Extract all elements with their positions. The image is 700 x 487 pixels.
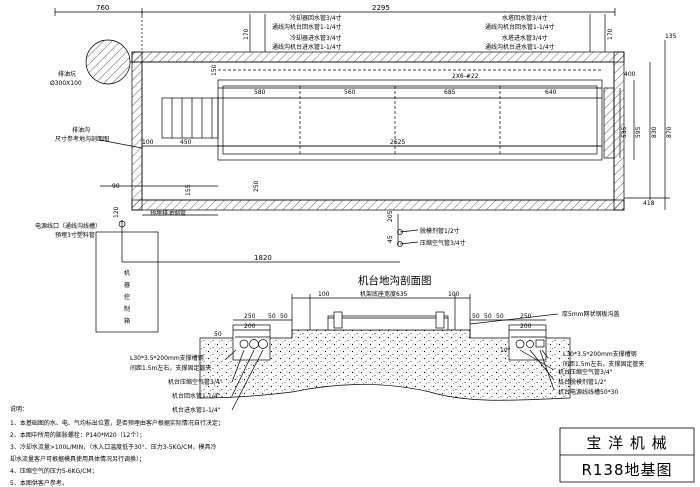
section-dim-100-left: 100 [318, 291, 330, 298]
section-dim-50c-right: 50 [496, 313, 504, 320]
dim-170-right: 170 [607, 28, 614, 40]
right-angle-label: L30*3.5*200mm支撑槽钢 [563, 350, 637, 358]
dim-2625: 2625 [390, 139, 405, 146]
dim-760: 760 [96, 4, 109, 12]
dim-595: 595 [635, 126, 642, 138]
left-return-pipe: 机台回水管1-1/4" [172, 392, 221, 400]
dim-580: 580 [254, 89, 266, 96]
dim-1820: 1820 [254, 254, 272, 262]
section-dim-250-left: 250 [244, 313, 256, 320]
cabinet-char-5: 箱 [124, 317, 130, 325]
section-angle-10: 10° [500, 347, 511, 354]
note-line-1: 1、本基础图的水、电、气均标出位置，是否预埋由客户根据实际情况自行决定； [10, 419, 224, 427]
section-title: 机台地沟剖面图 [358, 274, 432, 287]
section-labels: 机台地沟剖面图 100 机架底座宽度635 100 厚5mm网状钢板沟盖 250… [130, 274, 644, 414]
dim-250-plan: 250 [253, 180, 260, 192]
note-line-2: 2、本图中所用的膨胀螺栓：P140*M20（12个）； [10, 431, 145, 439]
plan-labels: 760 2295 冷却器回水管3/4寸 通线沟机台回水管1-1/4寸 冷却器进水… [35, 4, 677, 325]
trench-label: 排油沟 [72, 126, 90, 134]
section-dim-50b-right: 50 [484, 313, 492, 320]
compressed-air-pipe: 压缩空气管3/4寸 [420, 239, 466, 247]
label-tower-supply: 水塔进水管3/4寸 [502, 34, 548, 42]
left-angle-spacing: 间距1.5m左右，支撑固定管夹 [130, 364, 211, 372]
label-trench-supply-left: 通线沟机台进水管1-1/4寸 [272, 43, 342, 51]
section-view [199, 294, 571, 411]
label-tower-return: 水塔回水管3/4寸 [502, 14, 548, 22]
drain-pit-label: 排油坑 [58, 70, 76, 78]
dim-418: 418 [643, 200, 655, 207]
section-dim-50b-left: 50 [280, 313, 288, 320]
dim-640: 640 [545, 89, 557, 96]
section-dim-250-right: 250 [520, 313, 532, 320]
label-cooler-return: 冷却器回水管3/4寸 [290, 14, 342, 22]
notes: 说明： 1、本基础图的水、电、气均标出位置，是否预埋由客户根据实际情况自行决定；… [10, 405, 224, 487]
note-line-4: 却水流量客户可根据模具使用具体情况另行调换）； [10, 455, 145, 463]
section-dim-50c-left: 50 [214, 331, 222, 338]
cabinet-char-2: 器 [124, 282, 130, 289]
dim-205: 205 [387, 210, 394, 222]
right-cable-tray: 机台电源线线槽50*30 [558, 388, 618, 396]
power-line-label: 电源线口（通线沟线槽） [35, 222, 101, 230]
frame-width-label: 机架底座宽度635 [360, 290, 408, 298]
dim-100-plan: 100 [142, 139, 154, 146]
dim-90: 90 [112, 183, 120, 190]
right-angle-spacing: 间距1.5m左右，支撑固定管夹 [563, 360, 644, 368]
trench-ref: 尺寸参考地沟剖面图 [55, 135, 109, 143]
dim-45: 45 [387, 235, 394, 243]
dim-830: 830 [651, 126, 658, 138]
company-name: 宝 洋 机 械 [586, 434, 667, 452]
title-block: 宝 洋 机 械 R138地基图 [559, 427, 695, 483]
section-dim-100-right: 100 [448, 291, 460, 298]
section-dim-50a-left: 50 [268, 313, 276, 320]
power-pipe-label: 预埋3寸塑料管 [55, 231, 95, 239]
pre-drain-pipe: 预埋排油钢管 [150, 209, 186, 217]
right-release-pipe: 机台脱模剂管1/2" [558, 378, 607, 386]
label-trench-return-right: 通线沟机台回水管1-1/4寸 [485, 23, 555, 31]
label-cooler-supply: 冷却器进水管3/4寸 [290, 34, 342, 42]
dim-150: 150 [211, 64, 218, 76]
notes-heading: 说明： [10, 405, 28, 413]
cabinet-char-1: 机 [124, 269, 130, 277]
cabinet-char-3: 控 [124, 293, 130, 301]
section-dim-200-left: 200 [244, 323, 256, 330]
label-trench-return-left: 通线沟机台回水管1-1/4寸 [272, 23, 342, 31]
dim-450: 450 [180, 139, 192, 146]
drawing-name: R138地基图 [581, 461, 672, 479]
dim-870: 870 [666, 126, 673, 138]
dim-685: 685 [444, 89, 456, 96]
plate-cover-label: 厚5mm网状钢板沟盖 [562, 310, 620, 318]
dim-155: 155 [185, 184, 192, 196]
note-line-3: 3、冷却水流量>100L/MIN，（水入口温度低于30°、压力3-5KG/CM，… [10, 443, 217, 451]
dim-535: 535 [621, 126, 628, 138]
drain-pit-size: Ø300X100 [50, 80, 82, 87]
label-trench-supply-right: 通线沟机台进水管1-1/4寸 [485, 43, 555, 51]
plan-view [54, 8, 670, 333]
section-dim-200-right: 200 [520, 323, 532, 330]
dim-400: 400 [624, 71, 636, 78]
section-dim-50a-right: 50 [472, 313, 480, 320]
mold-release-pipe: 脱模剂管1/2寸 [420, 227, 460, 235]
dim-560: 560 [344, 89, 356, 96]
left-angle-label: L30*3.5*200mm支撑槽钢 [130, 354, 204, 362]
left-supply-pipe: 机台进水管1-1/4" [172, 406, 221, 414]
dim-170-left: 170 [243, 28, 250, 40]
cabinet-char-4: 制 [124, 305, 130, 313]
note-line-6: 5、本图供客户参考。 [10, 479, 68, 487]
note-line-5: 4、压缩空气的压力5-6KG/CM； [10, 467, 98, 475]
dim-120: 120 [113, 206, 120, 218]
dim-2295: 2295 [372, 4, 390, 12]
left-air-pipe: 机台压缩空气管3/4" [168, 378, 223, 386]
dim-2x6: 2X6-#22 [452, 73, 479, 80]
dim-135: 135 [665, 33, 677, 40]
right-air-pipe: 机台压缩空气管3/4" [558, 368, 613, 376]
